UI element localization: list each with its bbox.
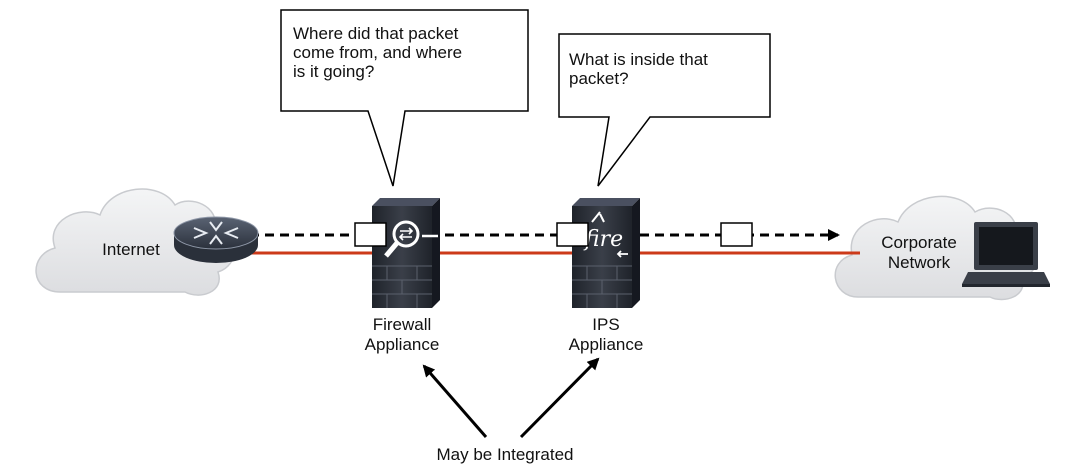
ips-logo-text: fire [583, 227, 623, 252]
integration-arrow-right [519, 357, 600, 439]
internet-label: Internet [102, 240, 160, 259]
firewall-icon [372, 198, 440, 308]
firewall-label: Firewall Appliance [364, 315, 440, 354]
packet-icon [556, 222, 589, 247]
laptop-icon [962, 222, 1050, 287]
firewall-callout-text: Where did that packet come from, and whe… [293, 24, 463, 81]
firewall-callout-bubble [280, 9, 529, 187]
internet-cloud-icon [35, 188, 235, 296]
router-icon [173, 216, 259, 263]
ips-icon: fire [572, 198, 640, 308]
corporate-network-label: Corporate Network [881, 233, 957, 272]
integration-arrow-left [422, 364, 488, 438]
ips-label: IPS Appliance [568, 315, 644, 354]
ips-callout-bubble [558, 33, 771, 187]
packet-icon [720, 222, 753, 247]
packet-icon [354, 222, 387, 247]
integrated-label: May be Integrated [436, 445, 574, 464]
ips-callout-text: What is inside that packet? [569, 50, 708, 88]
